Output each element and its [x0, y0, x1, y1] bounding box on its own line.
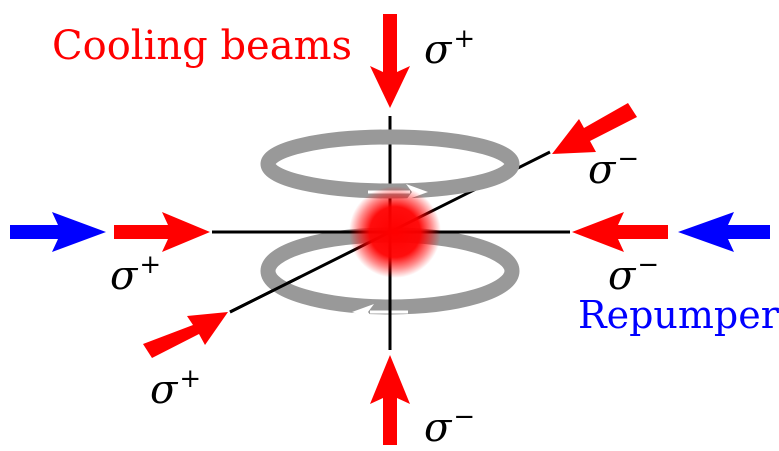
cooling-beam-right — [572, 212, 668, 252]
polarization-diagonal-upper: σ− — [588, 144, 640, 193]
polarization-top: σ+ — [424, 24, 476, 73]
cooling-beam-bottom — [370, 355, 410, 445]
polarization-bottom: σ− — [424, 402, 476, 451]
repumper-label: Repumper — [578, 293, 779, 337]
repumper-beam-left — [10, 212, 106, 252]
cooling-beam-left — [114, 212, 210, 252]
repumper-beam-right — [678, 212, 770, 252]
cooling-beam-diagonal-upper — [552, 103, 637, 154]
cooling-beam-diagonal-lower — [143, 312, 228, 358]
atom-cloud — [349, 186, 441, 278]
polarization-right: σ− — [608, 250, 660, 299]
polarization-left: σ+ — [110, 250, 162, 299]
polarization-diagonal-lower: σ+ — [150, 364, 202, 413]
cooling-beam-top — [370, 14, 410, 108]
cooling-beams-label: Cooling beams — [52, 23, 353, 69]
